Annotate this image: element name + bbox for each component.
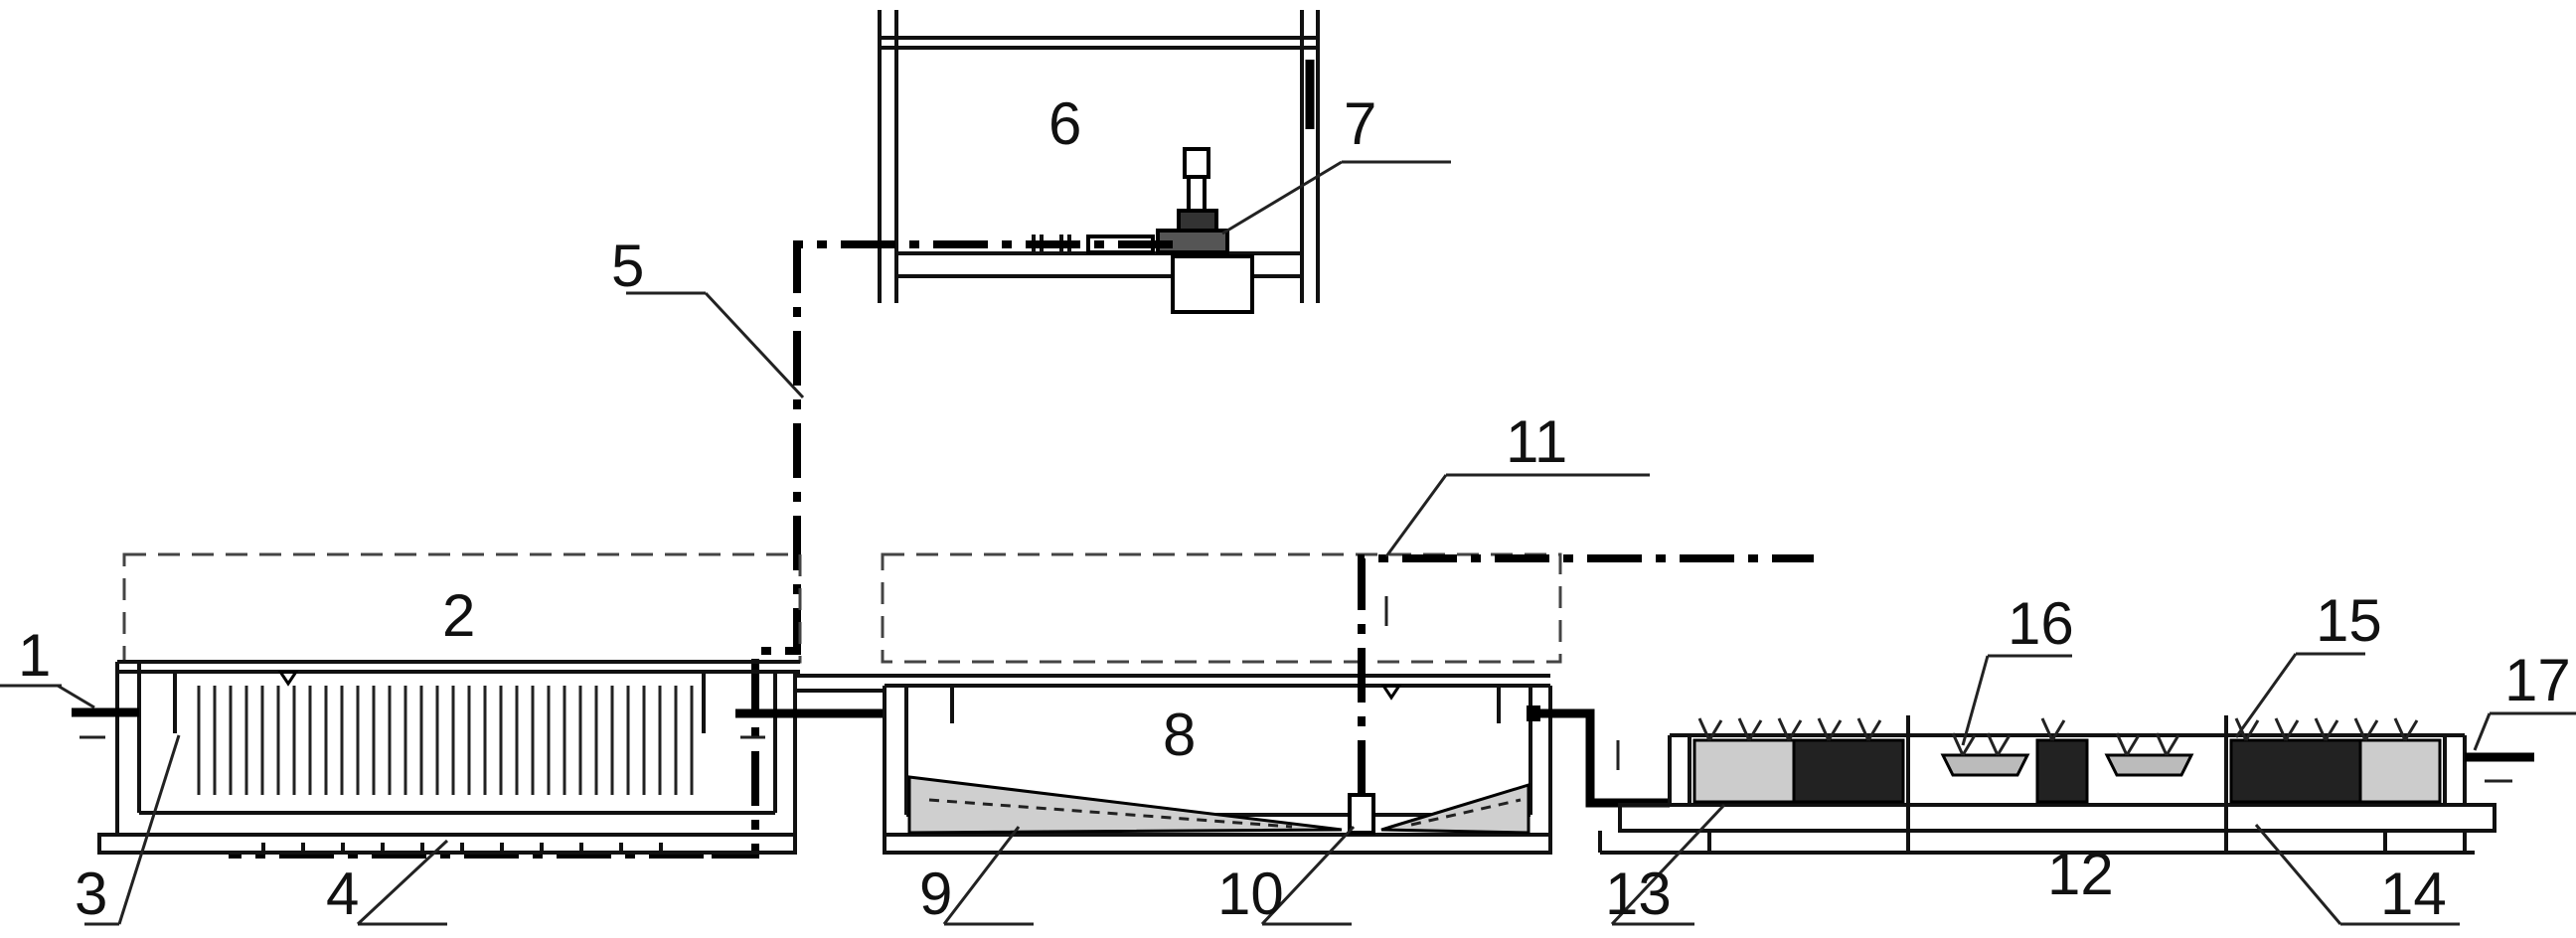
- blower-unit: [1032, 147, 1254, 314]
- constructed-wetland: [1598, 715, 2534, 855]
- label-5: 5: [611, 233, 644, 299]
- label-2: 2: [442, 582, 475, 649]
- floating-beds: [1940, 753, 2194, 777]
- packing-center: [2035, 738, 2089, 804]
- label-16: 16: [2008, 590, 2074, 657]
- leader-lines: [0, 160, 2576, 926]
- transfer-pipe: [735, 674, 885, 739]
- sludge-bed: [907, 775, 1530, 835]
- label-7: 7: [1344, 90, 1376, 157]
- gravel-fill-left: [1692, 738, 1796, 804]
- membrane-module: [197, 686, 694, 795]
- label-9: 9: [919, 860, 952, 927]
- outlet-to-wetland: [1527, 705, 1670, 808]
- outlet-pipe: [2465, 752, 2534, 783]
- sludge-pipe: [1358, 554, 1814, 795]
- label-11: 11: [1506, 408, 1567, 475]
- label-14: 14: [2380, 860, 2447, 927]
- gravel-fill-right: [2358, 738, 2442, 804]
- air-pipe: [229, 240, 1173, 859]
- label-3: 3: [75, 860, 107, 927]
- label-1: 1: [18, 622, 51, 689]
- label-8: 8: [1163, 702, 1196, 768]
- label-12: 12: [2047, 841, 2114, 907]
- packing-right: [2229, 738, 2362, 804]
- label-4: 4: [326, 860, 359, 927]
- packing-left: [1792, 738, 1905, 804]
- tank-8: [881, 552, 1814, 855]
- tank-2: [72, 552, 802, 855]
- label-13: 13: [1605, 860, 1672, 927]
- inlet-pipe: [72, 707, 139, 739]
- label-6: 6: [1048, 90, 1081, 157]
- component-labels: 1 2 3 4 5 6 7 8 9 10 11 12 13 14 15 16 1…: [18, 90, 2571, 927]
- label-15: 15: [2316, 587, 2382, 654]
- label-10: 10: [1217, 860, 1284, 927]
- label-17: 17: [2504, 647, 2571, 713]
- aerator-diffusers: [261, 843, 663, 855]
